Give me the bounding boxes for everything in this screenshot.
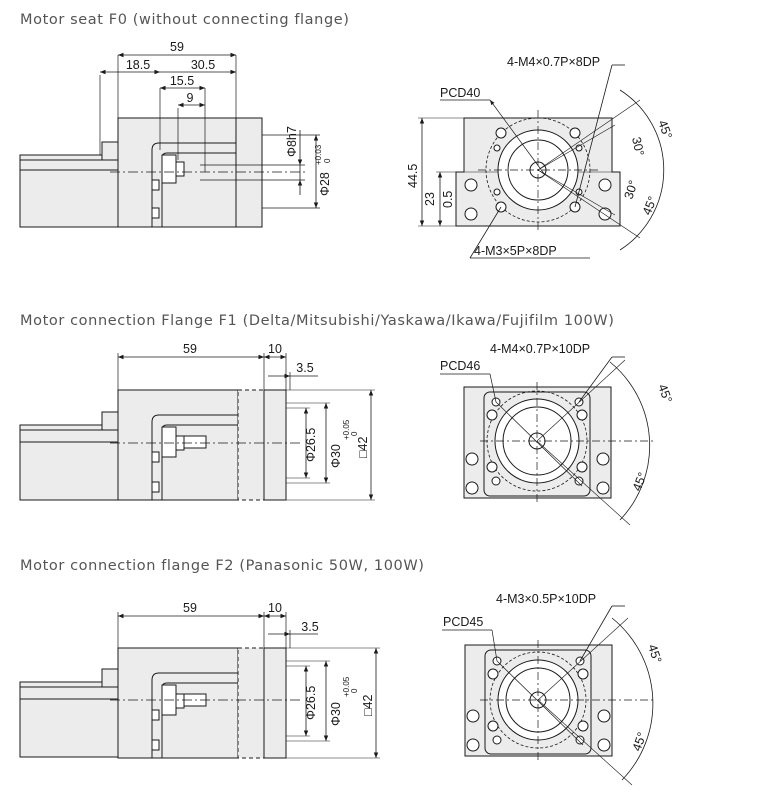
label-screw: 4-M3×0.5P×10DP	[496, 592, 596, 606]
tol-upper: +0.03	[314, 144, 323, 165]
label-screw: 4-M4×0.7P×10DP	[490, 342, 590, 356]
f0-side-view	[19, 52, 320, 228]
dim-59: 59	[183, 342, 197, 356]
section-title-f0: Motor seat F0 (without connecting flange…	[20, 12, 350, 28]
label-screw-bottom: 4-M3×5P×8DP	[474, 244, 557, 258]
dim-0-5: 0.5	[441, 191, 455, 208]
dim-10: 10	[268, 601, 282, 615]
angle-45-bottom: 45°	[640, 194, 660, 217]
f2-side-dimension-labels: 59 10 3.5 Φ26.5 Φ30 +0.05 0 □42	[183, 601, 375, 726]
tol-upper: +0.05	[342, 419, 351, 440]
f0-front-labels: 4-M4×0.7P×8DP PCD40 4-M3×5P×8DP 44.5 23 …	[406, 55, 675, 258]
tol-lower: 0	[350, 431, 359, 436]
angle-45-bottom: 45°	[630, 730, 650, 753]
dim-square-42: □42	[361, 694, 375, 716]
dim-44-5: 44.5	[406, 164, 420, 188]
dim-59: 59	[183, 601, 197, 615]
f2-side-view	[19, 612, 380, 759]
label-screw-top: 4-M4×0.7P×8DP	[507, 55, 600, 69]
section-title-f2: Motor connection flange F2 (Panasonic 50…	[20, 558, 425, 574]
dim-boss-dia: Φ30	[329, 444, 343, 468]
angle-30-bottom: 30°	[622, 179, 641, 201]
f2-front-view	[442, 605, 655, 786]
dim-10: 10	[268, 342, 282, 356]
section-title-f1: Motor connection Flange F1 (Delta/Mitsub…	[20, 313, 615, 329]
dim-23: 23	[423, 192, 437, 206]
angle-45-top: 45°	[655, 382, 675, 405]
label-pcd45: PCD45	[443, 615, 483, 629]
label-pcd46: PCD46	[440, 359, 480, 373]
angle-45-top: 45°	[655, 118, 675, 141]
dim-15-5: 15.5	[170, 74, 194, 88]
tol-lower: 0	[350, 688, 359, 693]
angle-45-bottom: 45°	[630, 470, 650, 493]
f1-side-view	[19, 353, 375, 501]
angle-30-top: 30°	[629, 136, 647, 157]
dim-3-5: 3.5	[301, 620, 318, 634]
dim-18-5: 18.5	[126, 58, 150, 72]
f1-side-dimension-labels: 59 10 3.5 Φ26.5 Φ30 +0.05 0 □42	[183, 342, 370, 468]
label-pcd40: PCD40	[440, 86, 480, 100]
dim-3-5: 3.5	[296, 361, 313, 375]
tol-upper: +0.05	[342, 676, 351, 697]
dim-shaft-dia: Φ8h7	[285, 126, 299, 157]
f2-front-labels: 4-M3×0.5P×10DP PCD45 45° 45°	[443, 592, 664, 753]
f0-side-dimension-labels: 59 18.5 30.5 15.5 9 Φ8h7 Φ28 +0.03 0	[126, 40, 332, 196]
dim-pilot-dia: Φ26.5	[304, 428, 318, 462]
angle-45-top: 45°	[645, 643, 664, 665]
f1-front-view	[440, 356, 655, 526]
f0-front-view	[418, 64, 665, 259]
dim-boss-dia: Φ30	[329, 702, 343, 726]
f1-front-labels: 4-M4×0.7P×10DP PCD46 45° 45°	[440, 342, 675, 493]
dim-30-5: 30.5	[191, 58, 215, 72]
dim-9: 9	[187, 91, 194, 105]
dim-square-42: □42	[356, 436, 370, 458]
tol-lower: 0	[323, 158, 332, 163]
dim-pilot-dia: Φ26.5	[304, 686, 318, 720]
dim-boss-dia: Φ28	[318, 172, 332, 196]
dim-59: 59	[170, 40, 184, 54]
